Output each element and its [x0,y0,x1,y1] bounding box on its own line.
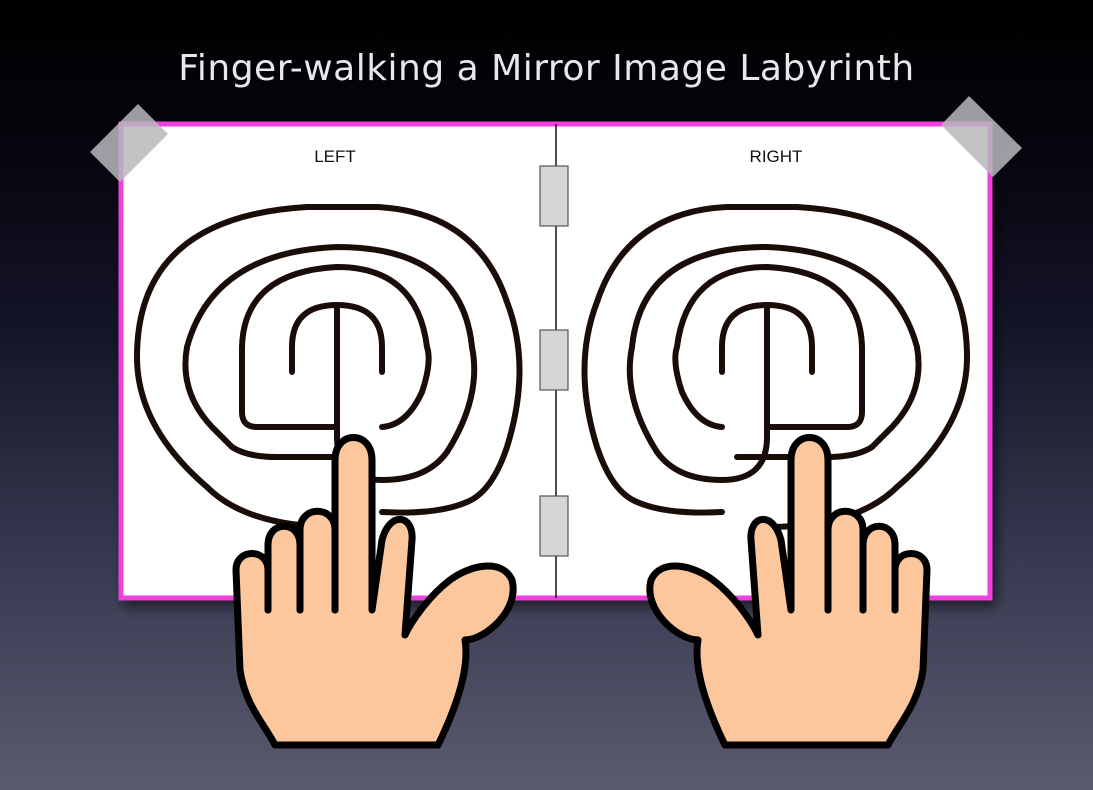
binder-clips [540,166,568,556]
binder-clip [540,496,568,556]
binder-clip [540,330,568,390]
right-label: RIGHT [750,147,803,166]
binder-clip [540,166,568,226]
left-label: LEFT [314,147,356,166]
